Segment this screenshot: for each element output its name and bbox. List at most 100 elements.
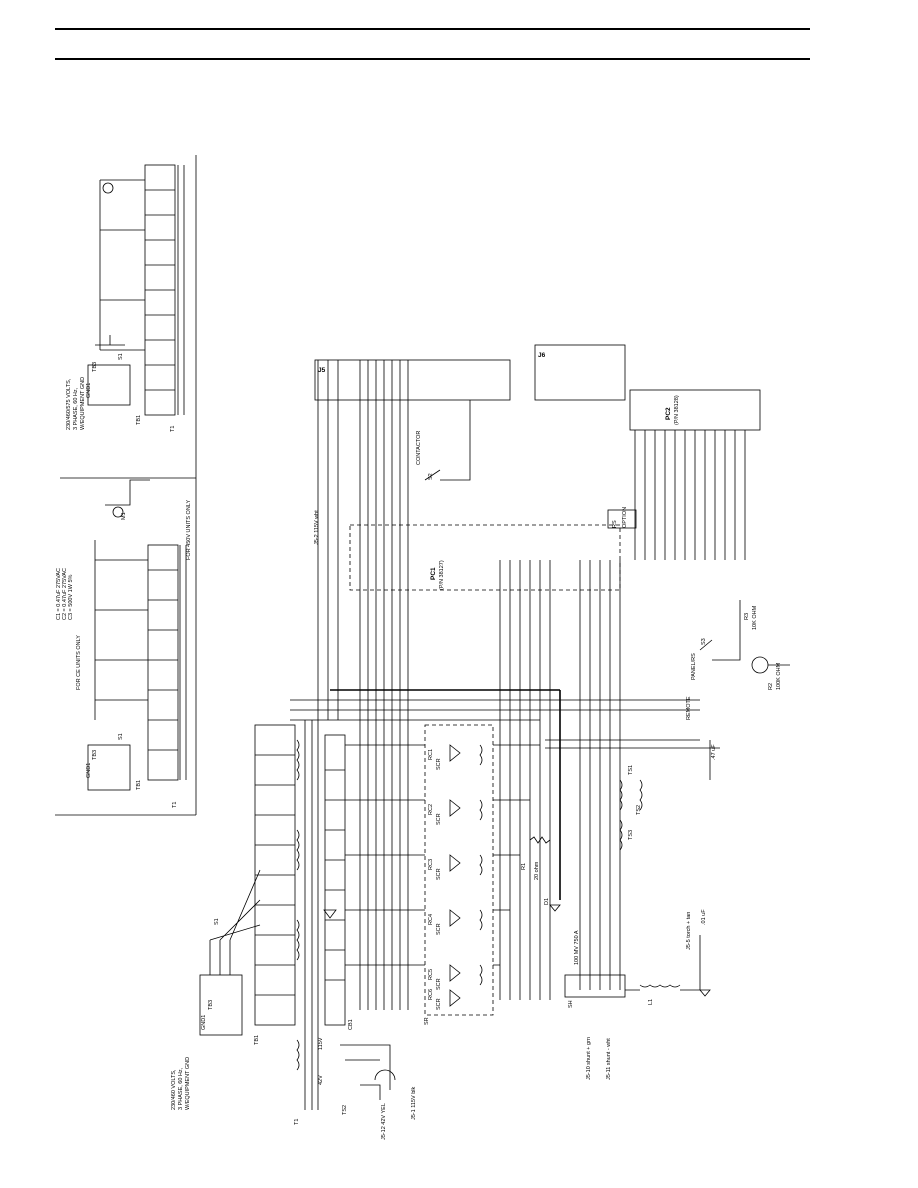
j5-1-label: J5-1 115V blk — [411, 1087, 417, 1120]
pc2-board — [629, 389, 761, 431]
main-ts2-label: TS2 — [342, 1105, 348, 1115]
inset-top-title-2: 3 PHASE, 60 Hz, — [73, 387, 79, 430]
inset-top-fan-icon — [102, 182, 114, 194]
option-label: OPTION — [622, 507, 628, 528]
d1-label: D1 — [544, 898, 550, 905]
r1-value: 20 ohm — [534, 861, 540, 880]
j6-name: J6 — [538, 352, 546, 359]
ts-coils — [619, 779, 643, 851]
inset-mid-tb3-label: TB3 — [92, 750, 98, 760]
inset-mid-m1-label: M1 — [121, 512, 127, 520]
inset-top-tb3 — [87, 364, 131, 406]
cb2-breaker — [374, 1069, 396, 1081]
ground-symbols — [323, 904, 711, 997]
s2-label: S2 — [428, 473, 434, 480]
inset-top-t1-label: T1 — [170, 426, 176, 432]
pc1-part: (P/N 38127) — [439, 560, 445, 590]
inset-top-gnd-label: GND1 — [86, 383, 92, 398]
main-cb1-label: CB1 — [348, 1019, 354, 1030]
inset-top-tb-label: TB1 — [136, 415, 142, 425]
inset-mid-terminal-strip — [147, 544, 179, 781]
pc2-part: (P/N 38128) — [674, 395, 680, 425]
r2-label: R2 — [768, 683, 774, 690]
pc2-name: PC2 — [665, 407, 672, 420]
r2-value: 100K OHM — [776, 662, 782, 690]
main-title-2: 3 PHASE, 60 Hz, — [178, 1067, 184, 1110]
ts1-label: TS1 — [628, 765, 634, 775]
main-tb3-box — [199, 974, 243, 1036]
main-gnd-label: GND1 — [201, 1015, 207, 1030]
main-t1-label: T1 — [294, 1119, 300, 1125]
l1-label: L1 — [648, 999, 654, 1005]
main-title-1: 230/460 VOLTS, — [171, 1069, 177, 1110]
inset-mid-tb3 — [87, 744, 131, 791]
inset-top-tb3-label: TB3 — [92, 362, 98, 372]
r3-label: R3 — [744, 613, 750, 620]
main-transformer-coils — [296, 739, 300, 1071]
rs-label: RS — [612, 520, 618, 528]
rc-label-3: RC3 — [428, 859, 434, 870]
inset-top-schematic: 230/460/575 VOLTS, 3 PHASE, 60 Hz, W/EQU… — [66, 164, 185, 432]
scr-label-4: SCR — [436, 923, 442, 935]
secondary-terminal-strip — [324, 734, 346, 1026]
remote-label: REMOTE — [686, 696, 692, 720]
inset-mid-tb-label: TB1 — [136, 780, 142, 790]
j5-12-label: J5-12 42V YEL — [381, 1103, 387, 1140]
scr-label-6: SCR — [436, 998, 442, 1010]
pc1-board — [349, 524, 621, 591]
j5-2-label: J5-2 115V wht — [314, 510, 320, 545]
main-schematic: SCR SCR SCR SCR SCR SCR RC1 RC2 RC3 RC4 … — [171, 344, 790, 1140]
inset-mid-title-1: C1 = 0.47uF 275VAC — [56, 568, 62, 620]
inset-mid-gnd-label: GND1 — [86, 763, 92, 778]
main-title-3: W/EQUIPMENT GND — [185, 1057, 191, 1110]
ts3-label: TS3 — [628, 830, 634, 840]
c6-value: .47 uF — [711, 744, 717, 760]
j5-11-label: J5-11 shunt - wht — [606, 1038, 612, 1080]
main-s1-label: S1 — [214, 918, 220, 925]
j5-name: J5 — [318, 367, 326, 374]
j5-10-label: J5-10 shunt + grn — [586, 1037, 592, 1080]
inset-mid-schematic: C1 = 0.47uF 275VAC C2 = 0.47uF 275VAC C3… — [56, 479, 192, 808]
inset-top-s1-label: S1 — [118, 353, 124, 360]
rc-label-2: RC2 — [428, 804, 434, 815]
ts2-label: TS2 — [636, 805, 642, 815]
rc-label-6: RC6 — [428, 989, 434, 1000]
inset-mid-s1-label: S1 — [118, 733, 124, 740]
inset-mid-title-3: C3 = 500V 1W 5% — [68, 574, 74, 620]
scr-symbols — [449, 744, 483, 1007]
r1-label: R1 — [521, 863, 527, 870]
l1-inductor — [639, 984, 681, 988]
main-42v-label: 42V — [318, 1075, 324, 1085]
contactor-label: CONTACTOR — [416, 431, 422, 465]
j5-connector — [314, 359, 511, 401]
main-115v-label: 115V — [318, 1037, 324, 1050]
inset-mid-title-2: C2 = 0.47uF 275VAC — [62, 568, 68, 620]
scr-label-2: SCR — [436, 813, 442, 825]
shunt-box — [564, 974, 626, 998]
inset-top-title-3: W/EQUIPMENT GND — [80, 377, 86, 430]
s3-label: S3 — [701, 638, 707, 645]
inset-mid-ce-note: FOR CE UNITS ONLY — [76, 635, 82, 690]
panel-label: PANEL/RS — [691, 653, 697, 680]
rc-label-1: RC1 — [428, 749, 434, 760]
main-tb1-label: TB1 — [254, 1035, 260, 1045]
scr-label-3: SCR — [436, 868, 442, 880]
scr-label-5: SCR — [436, 978, 442, 990]
pc1-name: PC1 — [430, 567, 437, 580]
shunt-value: 100 MV 750 A — [574, 930, 580, 965]
j5-5-label: J5-5 torch + tan — [686, 912, 692, 950]
scr-label-1: SCR — [436, 758, 442, 770]
scr-module — [424, 724, 494, 1016]
main-tb3-label: TB3 — [208, 1000, 214, 1010]
r2-pot-icon — [751, 656, 769, 674]
inset-mid-motor-icon — [112, 506, 124, 518]
shunt-label: SH — [568, 1000, 574, 1008]
inset-mid-cap-note: FOR 450V UNITS ONLY — [186, 500, 192, 560]
option-box — [607, 509, 637, 529]
header-rule — [55, 28, 810, 30]
sr-label: SR — [424, 1017, 430, 1025]
rc-label-4: RC4 — [428, 914, 434, 925]
rc-label-5: RC5 — [428, 969, 434, 980]
inset-top-title-1: 230/460/575 VOLTS, — [66, 378, 72, 430]
